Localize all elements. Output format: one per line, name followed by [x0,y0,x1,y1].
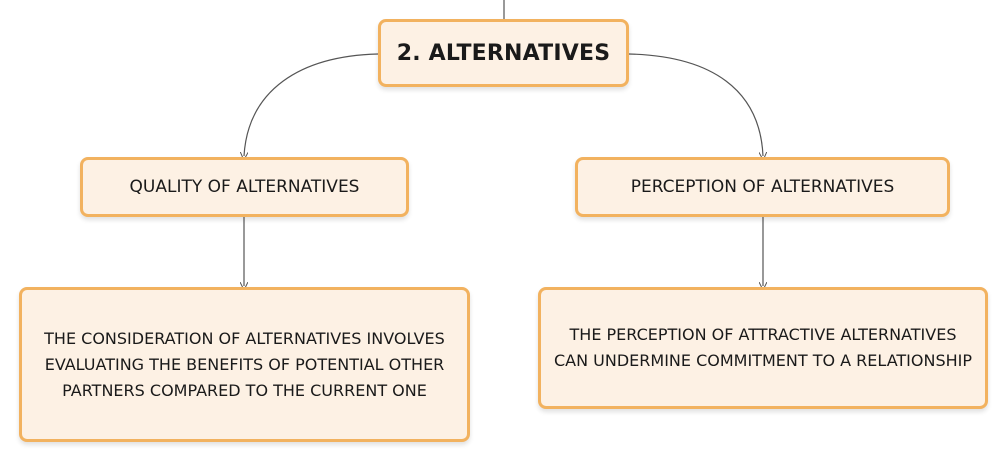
node-perception-of-alternatives[interactable]: PERCEPTION OF ALTERNATIVES [575,157,950,217]
connector-root-to-quality [244,53,379,156]
node-consideration-detail[interactable]: THE CONSIDERATION OF ALTERNATIVES INVOLV… [19,287,470,442]
attractive-detail-text: THE PERCEPTION OF ATTRACTIVE ALTERNATIVE… [554,325,972,370]
quality-node-label: QUALITY OF ALTERNATIVES [129,177,360,197]
perception-node-label: PERCEPTION OF ALTERNATIVES [630,177,895,197]
root-node-label: 2. ALTERNATIVES [396,40,611,66]
root-node-alternatives[interactable]: 2. ALTERNATIVES [378,19,629,87]
node-quality-of-alternatives[interactable]: QUALITY OF ALTERNATIVES [80,157,409,217]
node-attractive-alternatives-detail[interactable]: THE PERCEPTION OF ATTRACTIVE ALTERNATIVE… [538,287,988,409]
connector-root-to-perception [628,53,763,156]
consideration-detail-text: THE CONSIDERATION OF ALTERNATIVES INVOLV… [44,328,445,400]
